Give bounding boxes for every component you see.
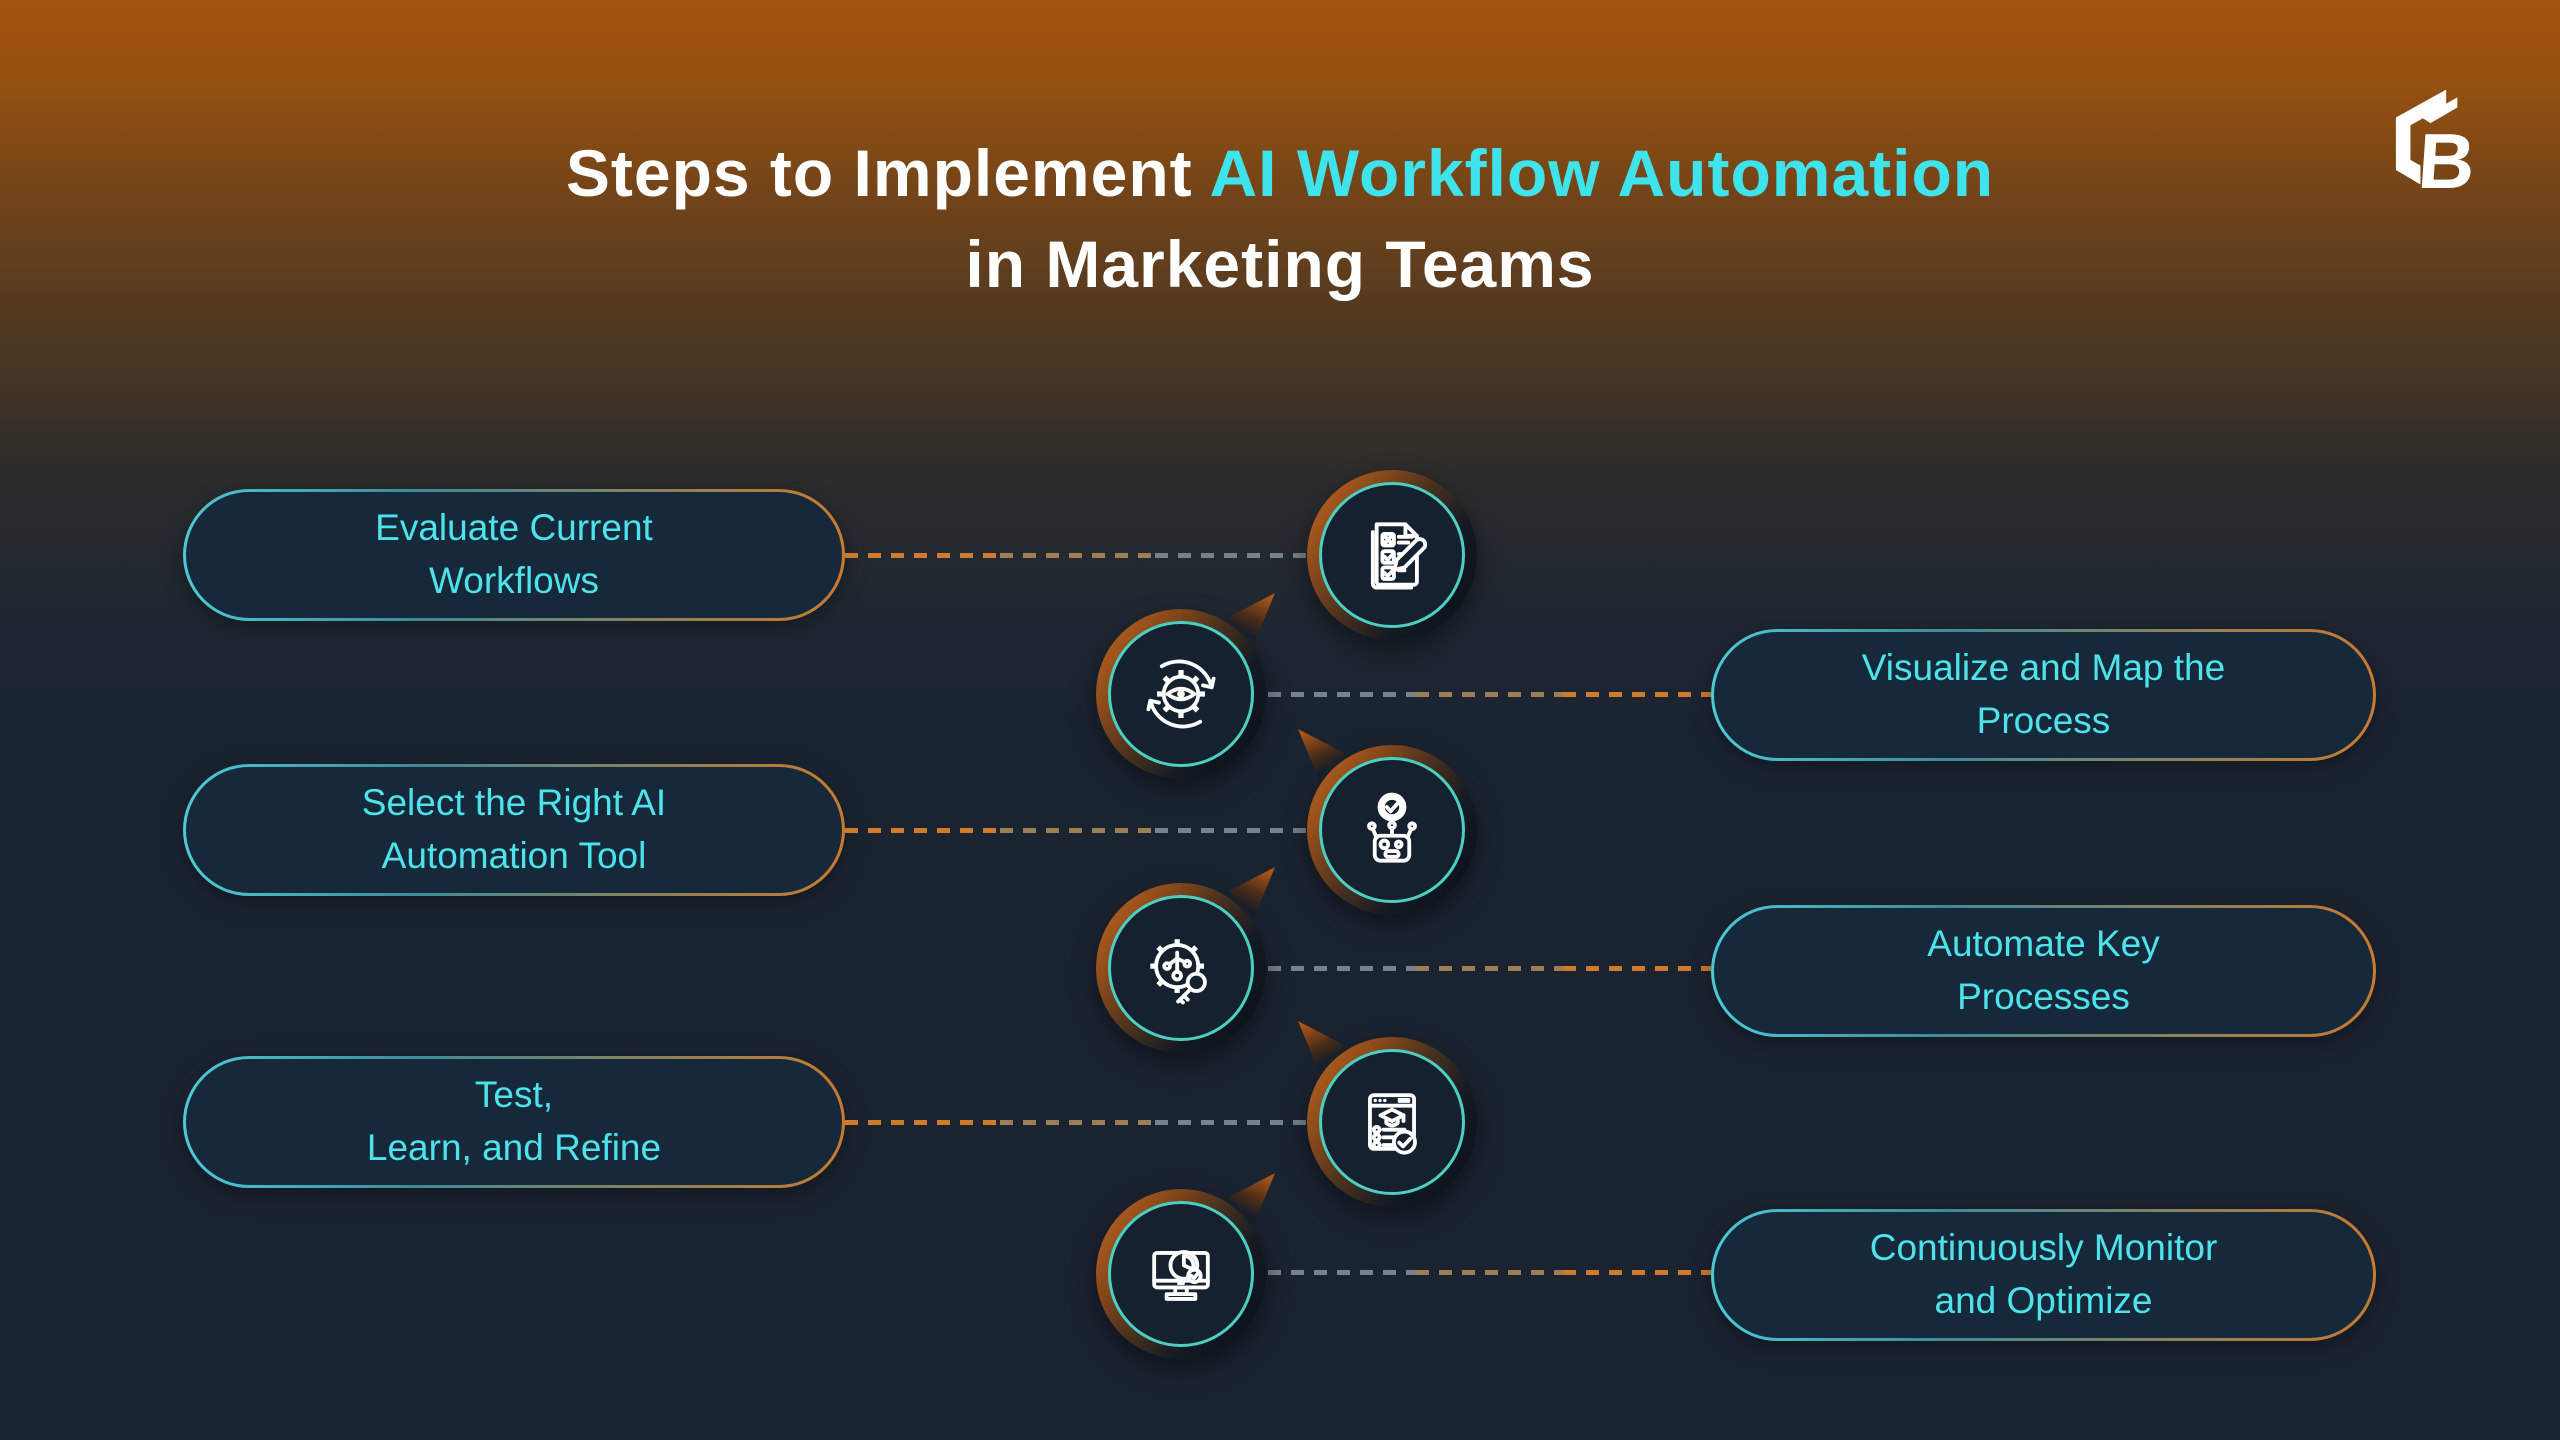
- checklist-pencil-icon: [1370, 522, 1428, 590]
- icon-badge-evaluate: [1307, 470, 1477, 640]
- badge-circle: [1319, 482, 1465, 628]
- badge-ring: [1096, 883, 1266, 1053]
- step-label-line: Continuously Monitor: [1869, 1227, 2218, 1269]
- badge-circle: [1108, 621, 1254, 767]
- step-label: Visualize and Map the Process: [1862, 642, 2225, 747]
- step-label-line: Test,: [474, 1074, 554, 1116]
- step-pill-select-ai-tool: Select the Right AI Automation Tool: [183, 764, 845, 896]
- title-line1-accent: AI Workflow Automation: [1209, 136, 1995, 210]
- badge-ring: [1096, 1189, 1266, 1359]
- step-pill-monitor-optimize: Continuously Monitor and Optimize: [1711, 1209, 2376, 1341]
- badge-circle: [1319, 1049, 1465, 1195]
- dotted-connector: [845, 1120, 1310, 1125]
- step-label: Select the Right AI Automation Tool: [362, 777, 666, 882]
- step-label-line: Automation Tool: [381, 835, 647, 876]
- dotted-connector: [1268, 692, 1712, 697]
- icon-badge-monitor-optimize: [1096, 1173, 1275, 1359]
- step-pill-evaluate-current-workflows: Evaluate Current Workflows: [183, 489, 845, 621]
- step-label: Evaluate Current Workflows: [375, 502, 653, 607]
- step-label-line: Evaluate Current: [375, 507, 653, 549]
- title-line1: Steps to Implement AI Workflow Automatio…: [0, 128, 2560, 219]
- step-label-line: Automate Key: [1927, 923, 2160, 965]
- monitor-clock-icon: [1152, 1250, 1210, 1301]
- badge-ring: [1307, 470, 1477, 640]
- badge-ring: [1096, 609, 1266, 779]
- icon-badge-automate: [1096, 867, 1275, 1053]
- icon-badge-test-learn: [1298, 1021, 1477, 1207]
- step-label-line: Workflows: [429, 560, 599, 601]
- eye-gear-sync-icon: [1146, 659, 1216, 729]
- robot-check-icon: [1367, 792, 1417, 863]
- icon-badge-visualize: [1096, 593, 1275, 779]
- icon-badge-select-tool: [1298, 729, 1477, 915]
- badge-ring: [1307, 1037, 1477, 1207]
- brand-b-logo-icon: B: [2395, 89, 2478, 205]
- step-pill-visualize-and-map: Visualize and Map the Process: [1711, 629, 2376, 761]
- step-label-line: Process: [1976, 700, 2111, 741]
- step-label-line: Select the Right AI: [361, 782, 667, 824]
- title-line2: in Marketing Teams: [965, 227, 1595, 302]
- badge-ring: [1307, 745, 1477, 915]
- badge-circle: [1108, 1201, 1254, 1347]
- step-label-line: Visualize and Map the: [1861, 647, 2226, 689]
- learning-checklist-icon: [1368, 1093, 1417, 1155]
- badge-circle: [1319, 757, 1465, 903]
- dotted-connector: [845, 828, 1310, 833]
- title-line1-white: Steps to Implement: [565, 136, 1193, 210]
- step-label-line: and Optimize: [1934, 1280, 2153, 1321]
- page-title: Steps to Implement AI Workflow Automatio…: [0, 128, 2560, 310]
- logo-letter: B: [2415, 117, 2478, 205]
- brand-logo: B: [2368, 84, 2502, 205]
- step-label: Automate Key Processes: [1927, 918, 2159, 1023]
- step-label: Test, Learn, and Refine: [367, 1069, 661, 1174]
- step-pill-automate-key-processes: Automate Key Processes: [1711, 905, 2376, 1037]
- step-pill-test-learn-refine: Test, Learn, and Refine: [183, 1056, 845, 1188]
- badge-circle: [1108, 895, 1254, 1041]
- dotted-connector: [845, 553, 1310, 558]
- dotted-connector: [1268, 1270, 1712, 1275]
- gear-key-icon: [1150, 939, 1207, 1005]
- dotted-connector: [1268, 966, 1712, 971]
- step-label-line: Processes: [1957, 976, 2130, 1017]
- step-label-line: Learn, and Refine: [366, 1127, 662, 1168]
- step-label: Continuously Monitor and Optimize: [1870, 1222, 2218, 1327]
